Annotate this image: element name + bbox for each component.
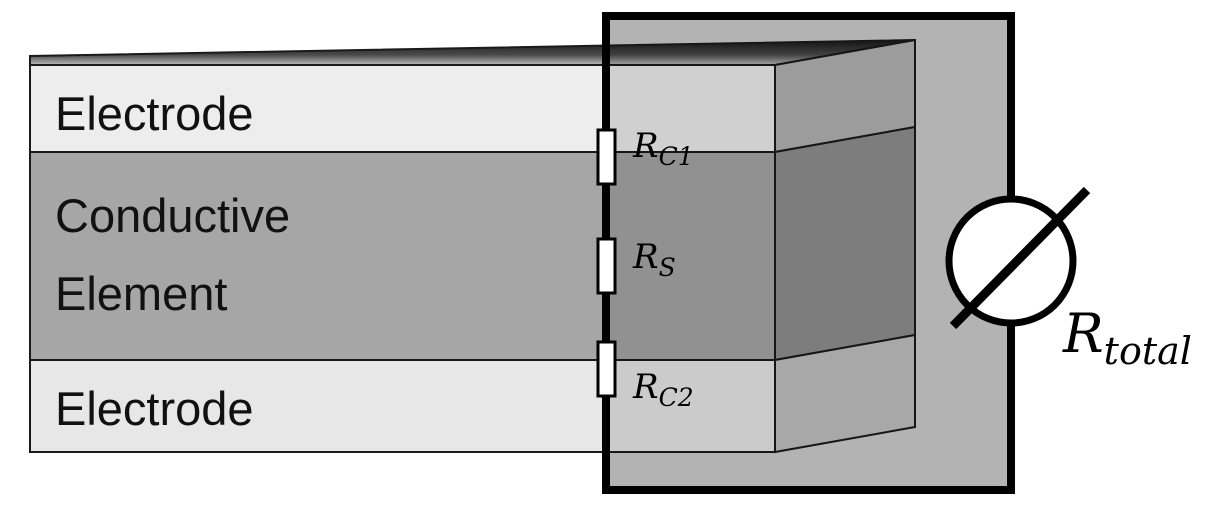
resistor-contact1-base: R	[632, 126, 659, 166]
resistor-contact2-symbol	[596, 340, 617, 398]
electrode-top-label: Electrode	[55, 87, 254, 140]
resistor-total-label: Rtotal	[1062, 302, 1192, 373]
resistor-total-subscript: total	[1104, 329, 1192, 373]
resistor-contact2-base: R	[632, 367, 659, 407]
resistor-sheet-label: RS	[632, 237, 676, 282]
resistor-sheet-subscript: S	[659, 253, 676, 282]
resistor-sheet-base: R	[632, 237, 659, 277]
resistor-contact1-subscript: C1	[659, 142, 694, 171]
resistor-sheet-symbol	[596, 237, 617, 295]
ohmmeter-symbol	[945, 186, 1091, 330]
electrode-bottom-label: Electrode	[55, 382, 254, 435]
electrode-bottom-front-face	[29, 359, 776, 453]
resistor-contact2-subscript: C2	[659, 383, 694, 412]
conductive-element-label-line2: Element	[55, 267, 227, 320]
resistor-contact1-label: RC1	[632, 126, 694, 171]
resistor-contact2-label: RC2	[632, 367, 694, 412]
resistor-contact1-symbol	[596, 128, 617, 186]
conductive-element-label-line1: Conductive	[55, 189, 290, 242]
meter-slash-icon	[949, 186, 1091, 330]
resistor-total-base: R	[1062, 302, 1104, 365]
loop-shade-overlay	[606, 16, 1011, 490]
